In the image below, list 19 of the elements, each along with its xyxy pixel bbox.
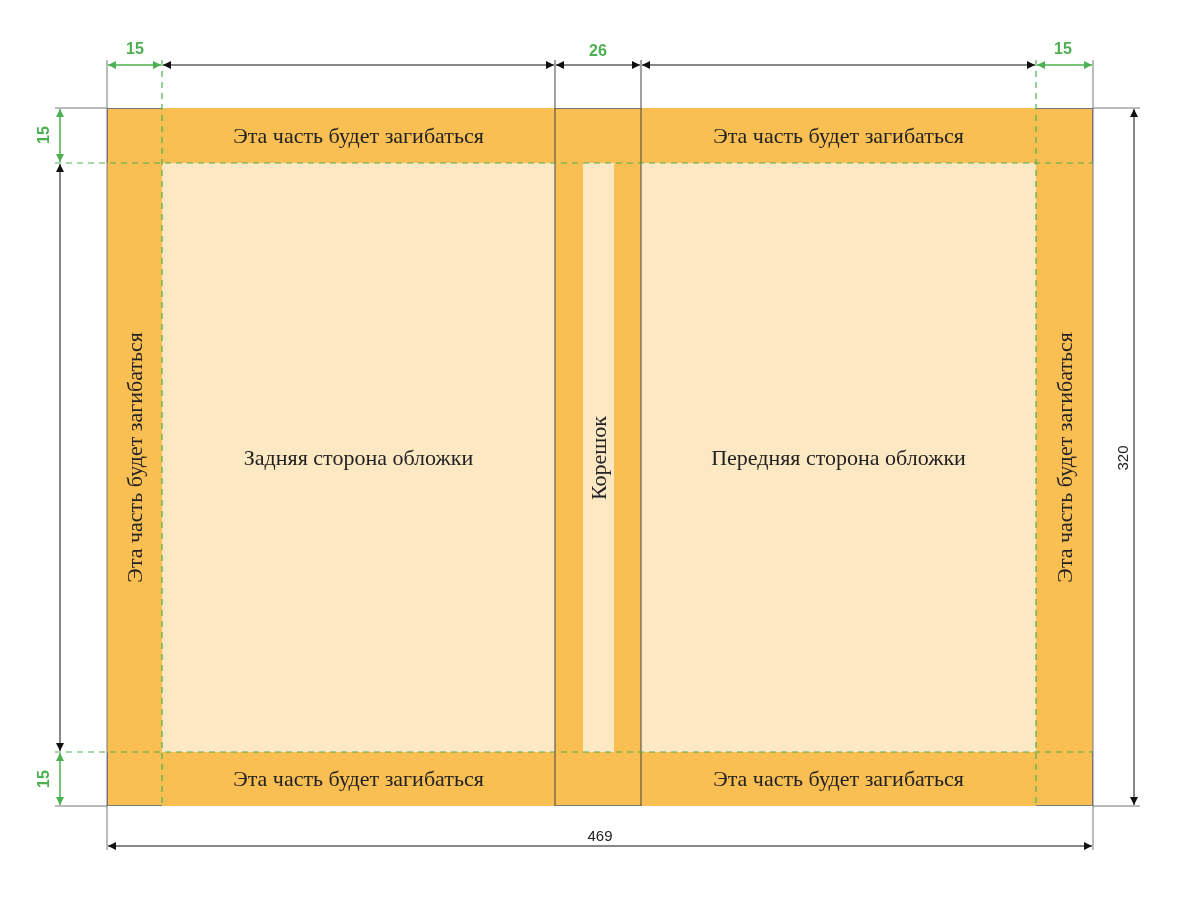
panel-label: Эта часть будет загибаться xyxy=(1051,332,1078,583)
panel-label: Эта часть будет загибаться xyxy=(233,122,484,149)
back-cover-panel xyxy=(162,163,555,752)
panel-label: Корешок xyxy=(585,415,612,500)
panel-label: Эта часть будет загибаться xyxy=(121,332,148,583)
panel-label: Передняя сторона обложки xyxy=(711,444,966,471)
front-cover-panel xyxy=(641,163,1036,752)
dimension-value: 26 xyxy=(589,42,607,60)
dimension-value: 320 xyxy=(1113,445,1131,471)
dimension-value: 15 xyxy=(35,126,53,144)
panel-label: Эта часть будет загибаться xyxy=(713,122,964,149)
dimension-value: 15 xyxy=(1054,40,1072,58)
dimension-value: 15 xyxy=(35,770,53,788)
panel-label: Задняя сторона обложки xyxy=(243,444,474,471)
spine-panel xyxy=(583,163,614,752)
dimension-value: 469 xyxy=(587,826,613,844)
panel-label: Эта часть будет загибаться xyxy=(713,766,964,792)
panel-label: Эта часть будет загибаться xyxy=(233,766,484,792)
dimension-value: 15 xyxy=(126,40,144,58)
